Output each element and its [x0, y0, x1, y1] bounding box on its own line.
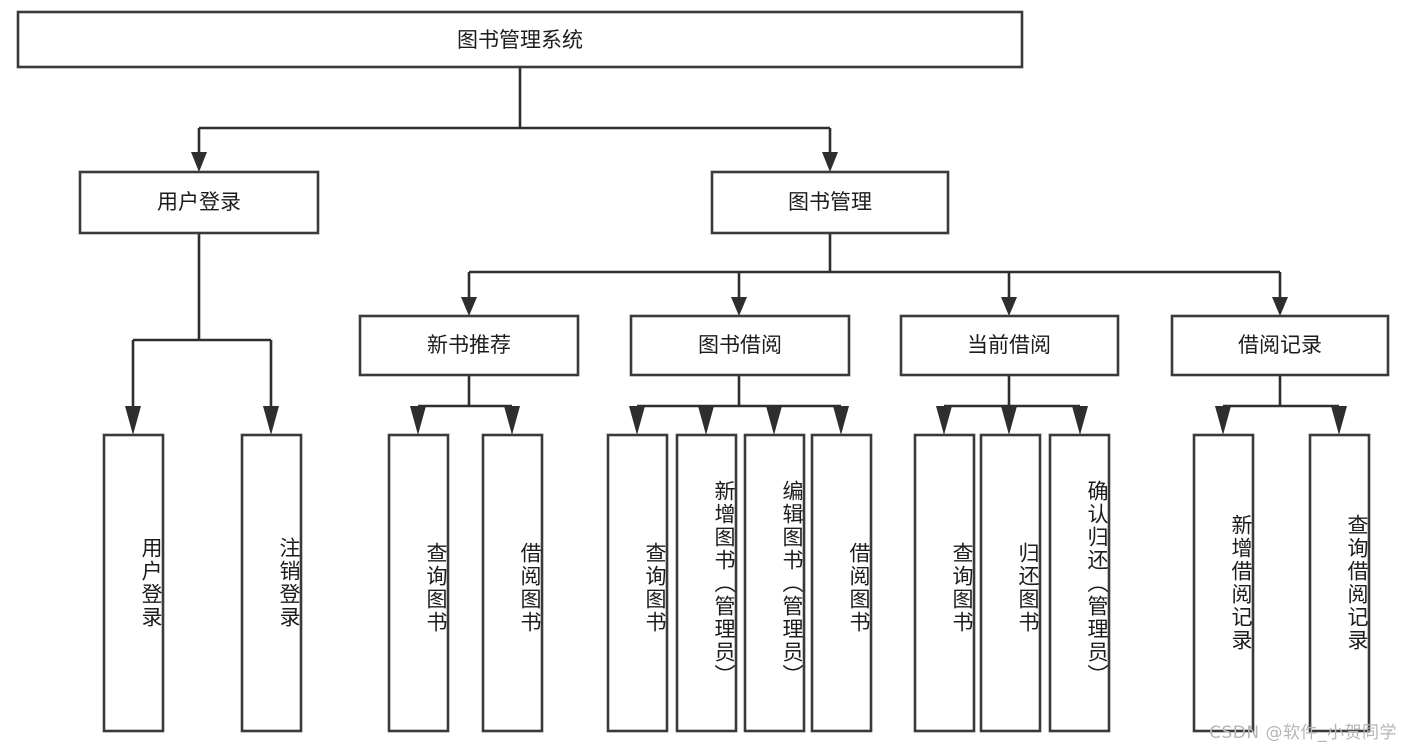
- node-book-borrow-label: 图书借阅: [698, 333, 782, 357]
- arrow-head-book-mgmt: [822, 152, 838, 172]
- node-book-management[interactable]: [710, 170, 950, 235]
- node-root[interactable]: [16, 10, 1024, 69]
- node-borrow-record-label: 借阅记录: [1238, 333, 1322, 357]
- connector-group-current-borrow: [936, 375, 1088, 435]
- node-user-login[interactable]: [78, 170, 320, 235]
- arrow-head-br-leaf-2: [1331, 406, 1347, 435]
- leaf-box-bb-2[interactable]: [675, 433, 738, 733]
- arrow-head-new-book-recommend: [461, 297, 477, 316]
- arrow-head-cb-leaf-3: [1072, 406, 1088, 435]
- leaf-box-br-1[interactable]: [1192, 433, 1255, 733]
- node-user-login-label: 用户登录: [157, 190, 241, 214]
- node-new-book-recommend-label: 新书推荐: [427, 333, 511, 357]
- watermark-text: CSDN @软件_小贺同学: [1209, 723, 1397, 743]
- node-book-management-label: 图书管理: [788, 190, 872, 214]
- arrow-head-bb-leaf-2: [698, 406, 714, 435]
- arrow-head-user-login: [191, 152, 207, 172]
- node-new-book-recommend[interactable]: [358, 314, 580, 377]
- leaf-box-nbr-2[interactable]: [481, 433, 544, 733]
- leaf-box-bb-3[interactable]: [743, 433, 806, 733]
- leaf-box-cb-1[interactable]: [913, 433, 976, 733]
- arrow-head-cb-leaf-1: [936, 406, 952, 435]
- connector-group-borrow-record: [1215, 375, 1347, 435]
- arrow-head-user-login-leaf-2: [263, 406, 279, 435]
- leaf-box-bb-1[interactable]: [606, 433, 669, 733]
- arrow-head-borrow-record: [1272, 297, 1288, 316]
- leaf-box-nbr-1[interactable]: [387, 433, 450, 733]
- arrow-head-bb-leaf-1: [629, 406, 645, 435]
- arrow-head-cb-leaf-2: [1001, 406, 1017, 435]
- node-borrow-record[interactable]: [1170, 314, 1390, 377]
- arrow-head-nbr-leaf-1: [410, 406, 426, 435]
- leaf-box-bb-4[interactable]: [810, 433, 873, 733]
- connector-group-root: [191, 67, 838, 172]
- connector-group-book-borrow: [629, 375, 849, 435]
- arrow-head-bb-leaf-3: [766, 406, 782, 435]
- arrow-head-nbr-leaf-2: [504, 406, 520, 435]
- arrow-head-bb-leaf-4: [833, 406, 849, 435]
- connector-group-book-mgmt: [461, 233, 1288, 316]
- node-root-label: 图书管理系统: [457, 28, 583, 52]
- connector-group-user-login: [125, 233, 279, 435]
- leaf-box-br-2[interactable]: [1308, 433, 1371, 733]
- arrow-head-book-borrow: [731, 297, 747, 316]
- arrow-head-current-borrow: [1001, 297, 1017, 316]
- leaf-box-user-login-2[interactable]: [240, 433, 303, 733]
- leaf-box-user-login-1[interactable]: [102, 433, 165, 733]
- node-current-borrow[interactable]: [899, 314, 1120, 377]
- leaf-box-cb-3[interactable]: [1048, 433, 1111, 733]
- node-current-borrow-label: 当前借阅: [967, 333, 1051, 357]
- leaf-box-cb-2[interactable]: [979, 433, 1042, 733]
- arrow-head-user-login-leaf-1: [125, 406, 141, 435]
- node-book-borrow[interactable]: [629, 314, 851, 377]
- connector-group-new-book-recommend: [410, 375, 520, 435]
- arrow-head-br-leaf-1: [1215, 406, 1231, 435]
